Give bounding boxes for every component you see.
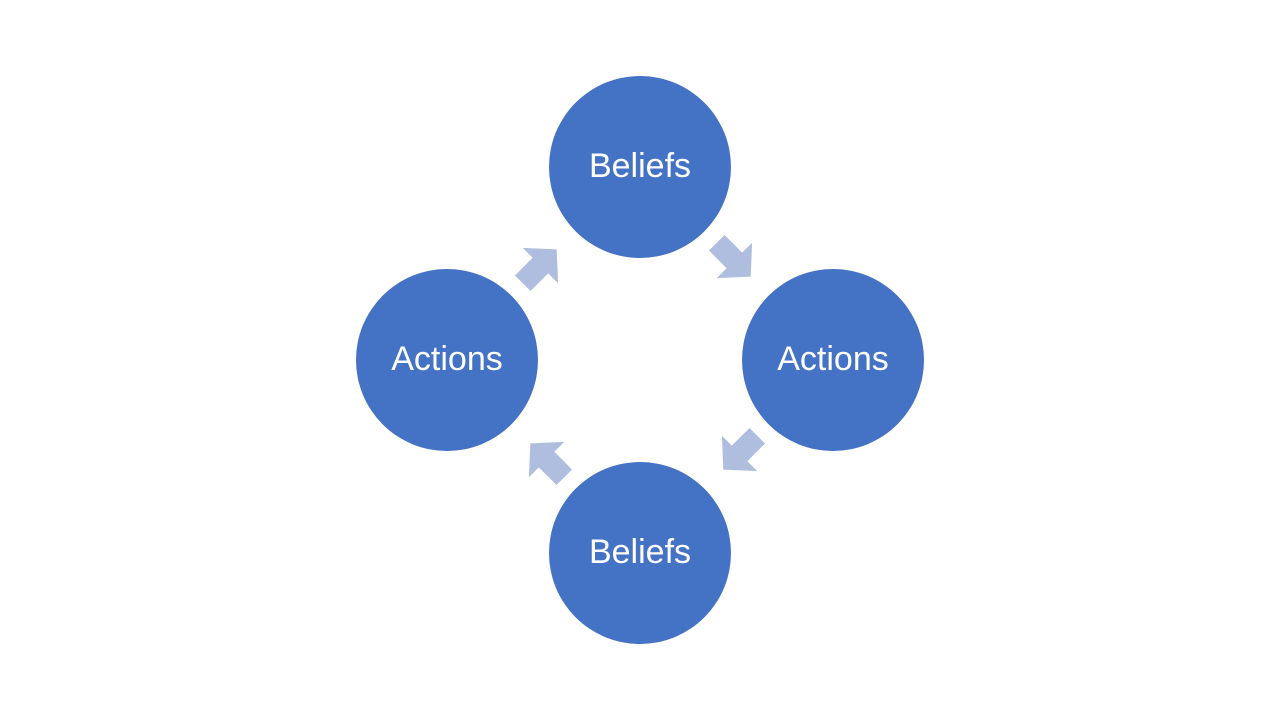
node-bottom-label: Beliefs xyxy=(589,533,691,571)
arrow-bottom-to-left xyxy=(512,425,582,495)
arrow-left-to-top-shape xyxy=(505,231,575,301)
node-top: Beliefs xyxy=(549,76,731,258)
arrow-top-to-right-shape xyxy=(699,225,769,295)
arrow-bottom-to-left-shape xyxy=(512,425,582,495)
node-top-label: Beliefs xyxy=(589,147,691,185)
node-top-circle xyxy=(549,76,731,258)
node-left-circle xyxy=(356,269,538,451)
node-left-label: Actions xyxy=(391,340,503,378)
arrow-left-to-top xyxy=(505,231,575,301)
node-right-circle xyxy=(742,269,924,451)
node-right: Actions xyxy=(742,269,924,451)
node-right-label: Actions xyxy=(777,340,889,378)
arrow-right-to-bottom-shape xyxy=(705,418,775,488)
node-bottom: Beliefs xyxy=(549,462,731,644)
arrow-right-to-bottom xyxy=(705,418,775,488)
arrow-top-to-right xyxy=(699,225,769,295)
node-bottom-circle xyxy=(549,462,731,644)
node-left: Actions xyxy=(356,269,538,451)
